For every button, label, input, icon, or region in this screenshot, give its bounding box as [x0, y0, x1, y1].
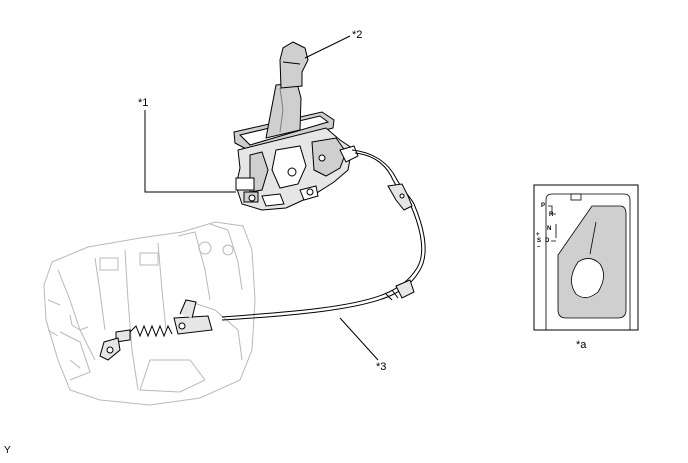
gate-label-r: R [549, 212, 554, 218]
gate-label-n: N [547, 226, 552, 232]
callout-a: *a [576, 339, 587, 351]
gate-label-s: S [537, 238, 542, 244]
callout-3: *3 [376, 361, 387, 373]
callout-1: *1 [138, 97, 149, 109]
transmission-case [43, 221, 256, 406]
gate-label-minus: – [537, 244, 541, 250]
shift-pattern-inset [533, 184, 639, 331]
corner-code: Y [4, 445, 11, 456]
control-cable [99, 149, 426, 361]
callout-2: *2 [352, 29, 363, 41]
gate-label-d: D [545, 238, 550, 244]
gate-label-plus: + [536, 232, 540, 238]
shift-lever-assembly [233, 41, 359, 211]
leader-lines [144, 35, 379, 361]
gate-label-p: P [541, 203, 546, 209]
